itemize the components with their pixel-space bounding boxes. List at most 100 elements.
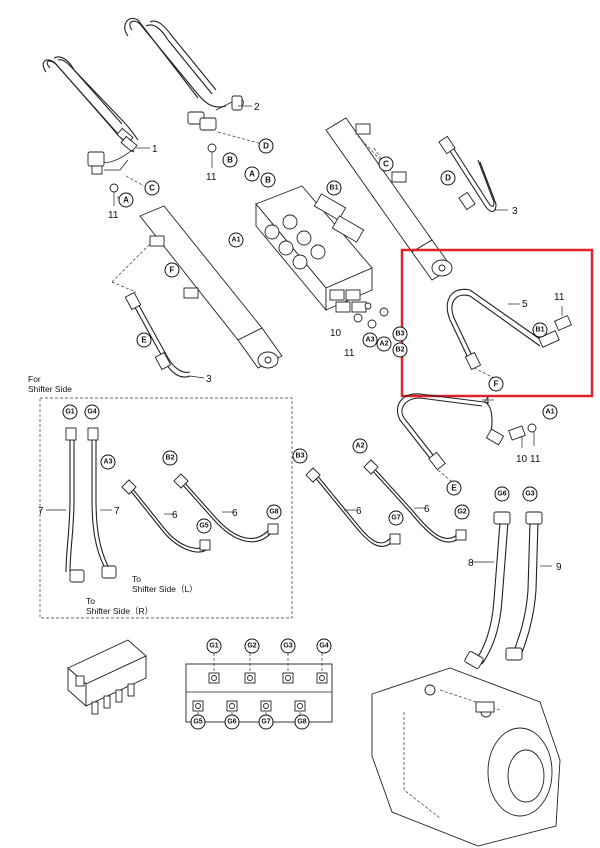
valve-spool-4: [296, 230, 312, 246]
connection-badge-bG1: G1: [62, 404, 78, 420]
connection-badge-bB2h: B2: [162, 450, 178, 466]
connection-badge-bC2: C: [378, 156, 394, 172]
badge-circle: [244, 166, 260, 182]
manifold-port-0: [208, 672, 220, 684]
connection-badge-bG2m: G2: [244, 638, 260, 654]
connection-badge-bF1: F: [164, 262, 180, 278]
badge-circle: [292, 448, 308, 464]
badge-label: A: [249, 170, 255, 179]
hose-5: [446, 288, 573, 371]
badge-label: E: [141, 336, 147, 345]
connection-badge-bA2v: A2: [376, 336, 392, 352]
badge-circle: [494, 486, 510, 502]
connection-badge-bB2v: B2: [392, 342, 408, 358]
connection-badge-bG5: G5: [196, 518, 212, 534]
connection-badge-bG8: G8: [266, 504, 282, 520]
badge-circle: [144, 180, 160, 196]
hose-3-upper: [438, 135, 508, 213]
badge-circle: [352, 438, 368, 454]
part-number-p11c: 11: [344, 348, 355, 359]
connection-badge-bG2: G2: [454, 504, 470, 520]
badge-circle: [316, 638, 332, 654]
badge-label: G3: [283, 643, 292, 650]
manifold-port-7: [294, 700, 306, 712]
badge-circle: [294, 714, 310, 730]
badge-label: G8: [269, 509, 278, 516]
badge-label: A1: [232, 237, 241, 244]
part-number-p3a: 3: [512, 206, 518, 217]
badge-label: A2: [356, 443, 365, 450]
badge-circle: [440, 170, 456, 186]
badge-label: B1: [536, 327, 545, 334]
badge-circle: [326, 180, 342, 196]
connection-badge-bG7: G7: [388, 510, 404, 526]
badge-circle: [100, 454, 116, 470]
connection-badge-bD1: D: [258, 138, 274, 154]
hose-2: [124, 18, 244, 131]
highlight-box: [400, 248, 594, 398]
valve-spool-5: [310, 244, 326, 260]
connection-badge-bG4m: G4: [316, 638, 332, 654]
part-number-p6d: 6: [424, 504, 430, 515]
badge-label: G1: [65, 409, 74, 416]
manifold-port-3: [316, 672, 328, 684]
connection-badge-bA2: A: [244, 166, 260, 182]
badge-circle: [258, 714, 274, 730]
hose-1: [42, 56, 139, 175]
badge-label: B: [265, 176, 271, 185]
badge-circle: [196, 518, 212, 534]
manifold-detail: [185, 653, 333, 723]
hose-6-outside: [305, 459, 467, 547]
part-number-p1: 1: [152, 144, 158, 155]
shifter-side-box: [39, 397, 293, 619]
badge-circle: [488, 376, 504, 392]
manifold-port-1: [244, 672, 256, 684]
part-number-p11d: 11: [530, 454, 541, 465]
badge-label: A3: [366, 337, 375, 344]
valve-spool-1: [278, 240, 294, 256]
badge-circle: [522, 486, 538, 502]
badge-circle: [190, 714, 206, 730]
badge-label: A3: [104, 459, 113, 466]
note-to-shifter-left-line-1: Shifter Side（L）: [132, 584, 198, 594]
connection-badge-bG5m: G5: [190, 714, 206, 730]
badge-circle: [392, 342, 408, 358]
badge-label: G3: [525, 491, 534, 498]
badge-circle: [206, 638, 222, 654]
hose-3-lower: [124, 291, 205, 379]
part-number-p7a: 7: [38, 506, 44, 517]
connection-badge-bA2h: A2: [352, 438, 368, 454]
badge-label: G2: [457, 509, 466, 516]
connection-badge-bG1m: G1: [206, 638, 222, 654]
part-number-p6a: 6: [172, 510, 178, 521]
valve-spool-3: [282, 214, 298, 230]
note-to-shifter-right-line-0: To: [86, 596, 95, 606]
connection-badge-bD2: D: [440, 170, 456, 186]
connection-badge-bF2: F: [488, 376, 504, 392]
badge-label: G7: [261, 719, 270, 726]
connection-badge-bB1: B: [222, 152, 238, 168]
control-valve: [255, 185, 389, 329]
hose-6-box: [121, 473, 279, 553]
badge-circle: [392, 326, 408, 342]
badge-circle: [280, 638, 296, 654]
badge-label: G5: [193, 719, 202, 726]
connection-badge-bB1v: B1: [326, 180, 342, 196]
connection-badge-bB3h: B3: [292, 448, 308, 464]
connection-badge-bG6m: G6: [224, 714, 240, 730]
badge-label: G6: [227, 719, 236, 726]
badge-label: E: [451, 484, 457, 493]
part-number-p2: 2: [254, 102, 260, 113]
badge-circle: [446, 480, 462, 496]
cylinder-lower: [111, 205, 283, 369]
badge-circle: [224, 714, 240, 730]
manifold-port-2: [282, 672, 294, 684]
badge-circle: [118, 192, 134, 208]
connection-badge-bG6: G6: [494, 486, 510, 502]
part-number-p10a: 10: [330, 328, 342, 339]
badge-label: D: [445, 174, 451, 183]
connection-badge-bA3h: A3: [100, 454, 116, 470]
connection-badge-bG8m: G8: [294, 714, 310, 730]
badge-circle: [258, 138, 274, 154]
